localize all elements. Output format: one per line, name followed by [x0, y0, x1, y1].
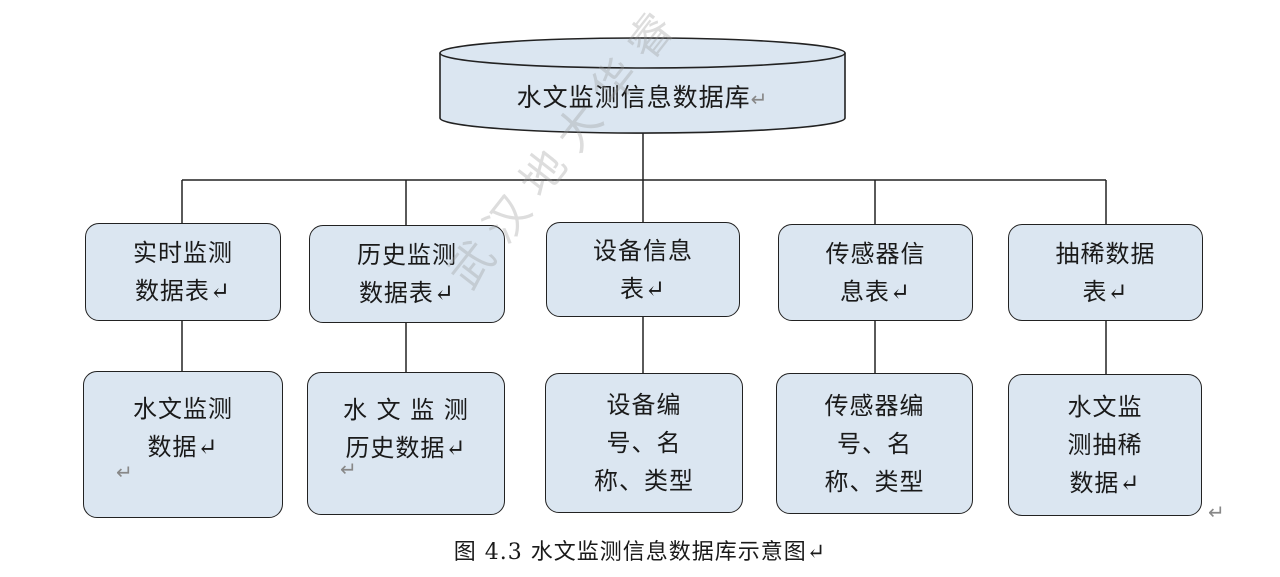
table-box-thinning: 抽稀数据 表↵	[1008, 224, 1203, 321]
detail-label: 水文监测 数据↵	[133, 395, 233, 461]
database-cylinder	[439, 37, 846, 134]
table-label: 历史监测 数据表↵	[357, 241, 457, 307]
return-mark: ↵	[340, 457, 358, 481]
table-box-realtime: 实时监测 数据表↵	[85, 223, 281, 321]
detail-box-history: 水 文 监 测 历史数据↵ ↵	[307, 372, 505, 515]
database-label: 水文监测信息数据库↵	[516, 83, 769, 112]
return-mark: ↵	[750, 87, 769, 111]
table-label: 设备信息 表↵	[593, 236, 693, 303]
detail-label: 设备编 号、名 称、类型	[594, 391, 694, 495]
detail-box-sensor: 传感器编 号、名 称、类型	[776, 373, 973, 514]
table-label: 传感器信 息表↵	[825, 239, 926, 306]
detail-box-realtime: 水文监测 数据↵ ↵	[83, 371, 283, 518]
detail-label: 水 文 监 测 历史数据↵	[343, 396, 469, 462]
table-label: 实时监测 数据表↵	[133, 239, 233, 305]
table-box-device: 设备信息 表↵	[546, 222, 740, 317]
table-label: 抽稀数据 表↵	[1055, 239, 1156, 306]
detail-label: 水文监 测抽稀 数据↵	[1067, 393, 1143, 497]
figure-caption: 图 4.3 水文监测信息数据库示意图↵	[453, 540, 827, 565]
return-mark: ↵	[116, 460, 134, 484]
return-mark: ↵	[1208, 500, 1225, 524]
table-box-sensor: 传感器信 息表↵	[778, 224, 973, 321]
table-box-history: 历史监测 数据表↵	[309, 225, 505, 323]
detail-box-thinning: 水文监 测抽稀 数据↵	[1008, 374, 1202, 516]
detail-box-device: 设备编 号、名 称、类型	[545, 373, 743, 513]
connector-lines	[181, 132, 1107, 374]
detail-label: 传感器编 号、名 称、类型	[824, 391, 925, 496]
